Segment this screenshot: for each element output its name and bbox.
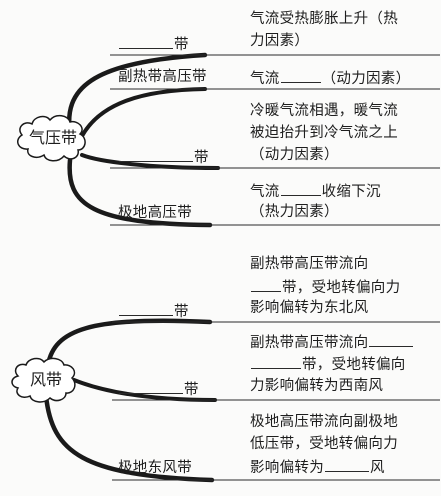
pressure-branch-4 bbox=[67, 157, 213, 228]
wind-row-2-name: 带 bbox=[118, 378, 199, 401]
wind-branch-1 bbox=[45, 318, 213, 368]
fill-blank[interactable] bbox=[280, 67, 321, 83]
pressure-row-4-desc-line-2: （热力因素） bbox=[250, 204, 339, 220]
fill-blank[interactable] bbox=[251, 353, 301, 369]
wind-branch-3 bbox=[43, 393, 215, 483]
pressure-row-4-desc-line-1: 气流收缩下沉 bbox=[250, 180, 381, 203]
fill-blank[interactable] bbox=[325, 456, 369, 472]
pressure-row-2-name: 副热带高压带 bbox=[118, 69, 207, 85]
pressure-branch-1 bbox=[66, 52, 208, 136]
fill-blank[interactable] bbox=[119, 146, 193, 162]
fill-blank[interactable] bbox=[280, 180, 321, 196]
wind-row-1-desc-line-2: 带，受地转偏向力 bbox=[250, 276, 400, 299]
wind-cloud-shape bbox=[11, 357, 76, 403]
pressure-row-3-desc-line-1: 冷暖气流相遇，暖气流 bbox=[250, 103, 398, 119]
pressure-row-3-name: 带 bbox=[118, 146, 209, 169]
pressure-cloud-shape bbox=[17, 114, 86, 162]
fill-blank[interactable] bbox=[119, 378, 183, 394]
pressure-row-1-name: 带 bbox=[118, 33, 189, 56]
wind-row-3-desc-line-3: 影响偏转为风 bbox=[250, 456, 385, 479]
pressure-row-1-desc-line-2: 力因素） bbox=[250, 33, 310, 49]
wind-row-1-desc-line-3: 影响偏转为东北风 bbox=[250, 300, 369, 316]
fill-blank[interactable] bbox=[119, 33, 173, 49]
wind-belt-label: 风带 bbox=[29, 370, 62, 389]
wind-row-2-desc-line-3: 力影响偏转为西南风 bbox=[250, 378, 384, 394]
wind-row-2-desc-line-2: 带，受地转偏向 bbox=[250, 353, 406, 376]
pressure-row-3-desc-line-2: 被迫抬升到冷气流之上 bbox=[250, 125, 398, 141]
pressure-row-4-name: 极地高压带 bbox=[118, 205, 192, 221]
pressure-row-2-desc-line-1: 气流（动力因素） bbox=[250, 67, 410, 90]
pressure-branch-2 bbox=[80, 87, 207, 138]
fill-blank[interactable] bbox=[369, 331, 414, 347]
fill-blank[interactable] bbox=[251, 276, 281, 292]
wind-row-2-desc-line-1: 副热带高压带流向 bbox=[250, 331, 414, 354]
fill-blank[interactable] bbox=[119, 300, 173, 316]
pressure-row-3-desc-line-3: （动力因素） bbox=[250, 147, 339, 163]
pressure-row-1-desc-line-1: 气流受热膨胀上升（热 bbox=[250, 11, 398, 27]
wind-row-3-desc-line-1: 极地高压带流向副极地 bbox=[250, 414, 398, 430]
wind-row-1-desc-line-1: 副热带高压带流向 bbox=[250, 256, 369, 272]
wind-row-3-name: 极地东风带 bbox=[118, 460, 192, 476]
pressure-belt-label: 气压带 bbox=[28, 128, 77, 147]
wind-row-1-name: 带 bbox=[118, 300, 189, 323]
wind-row-3-desc-line-2: 低压带，受地转偏向力 bbox=[250, 436, 398, 452]
